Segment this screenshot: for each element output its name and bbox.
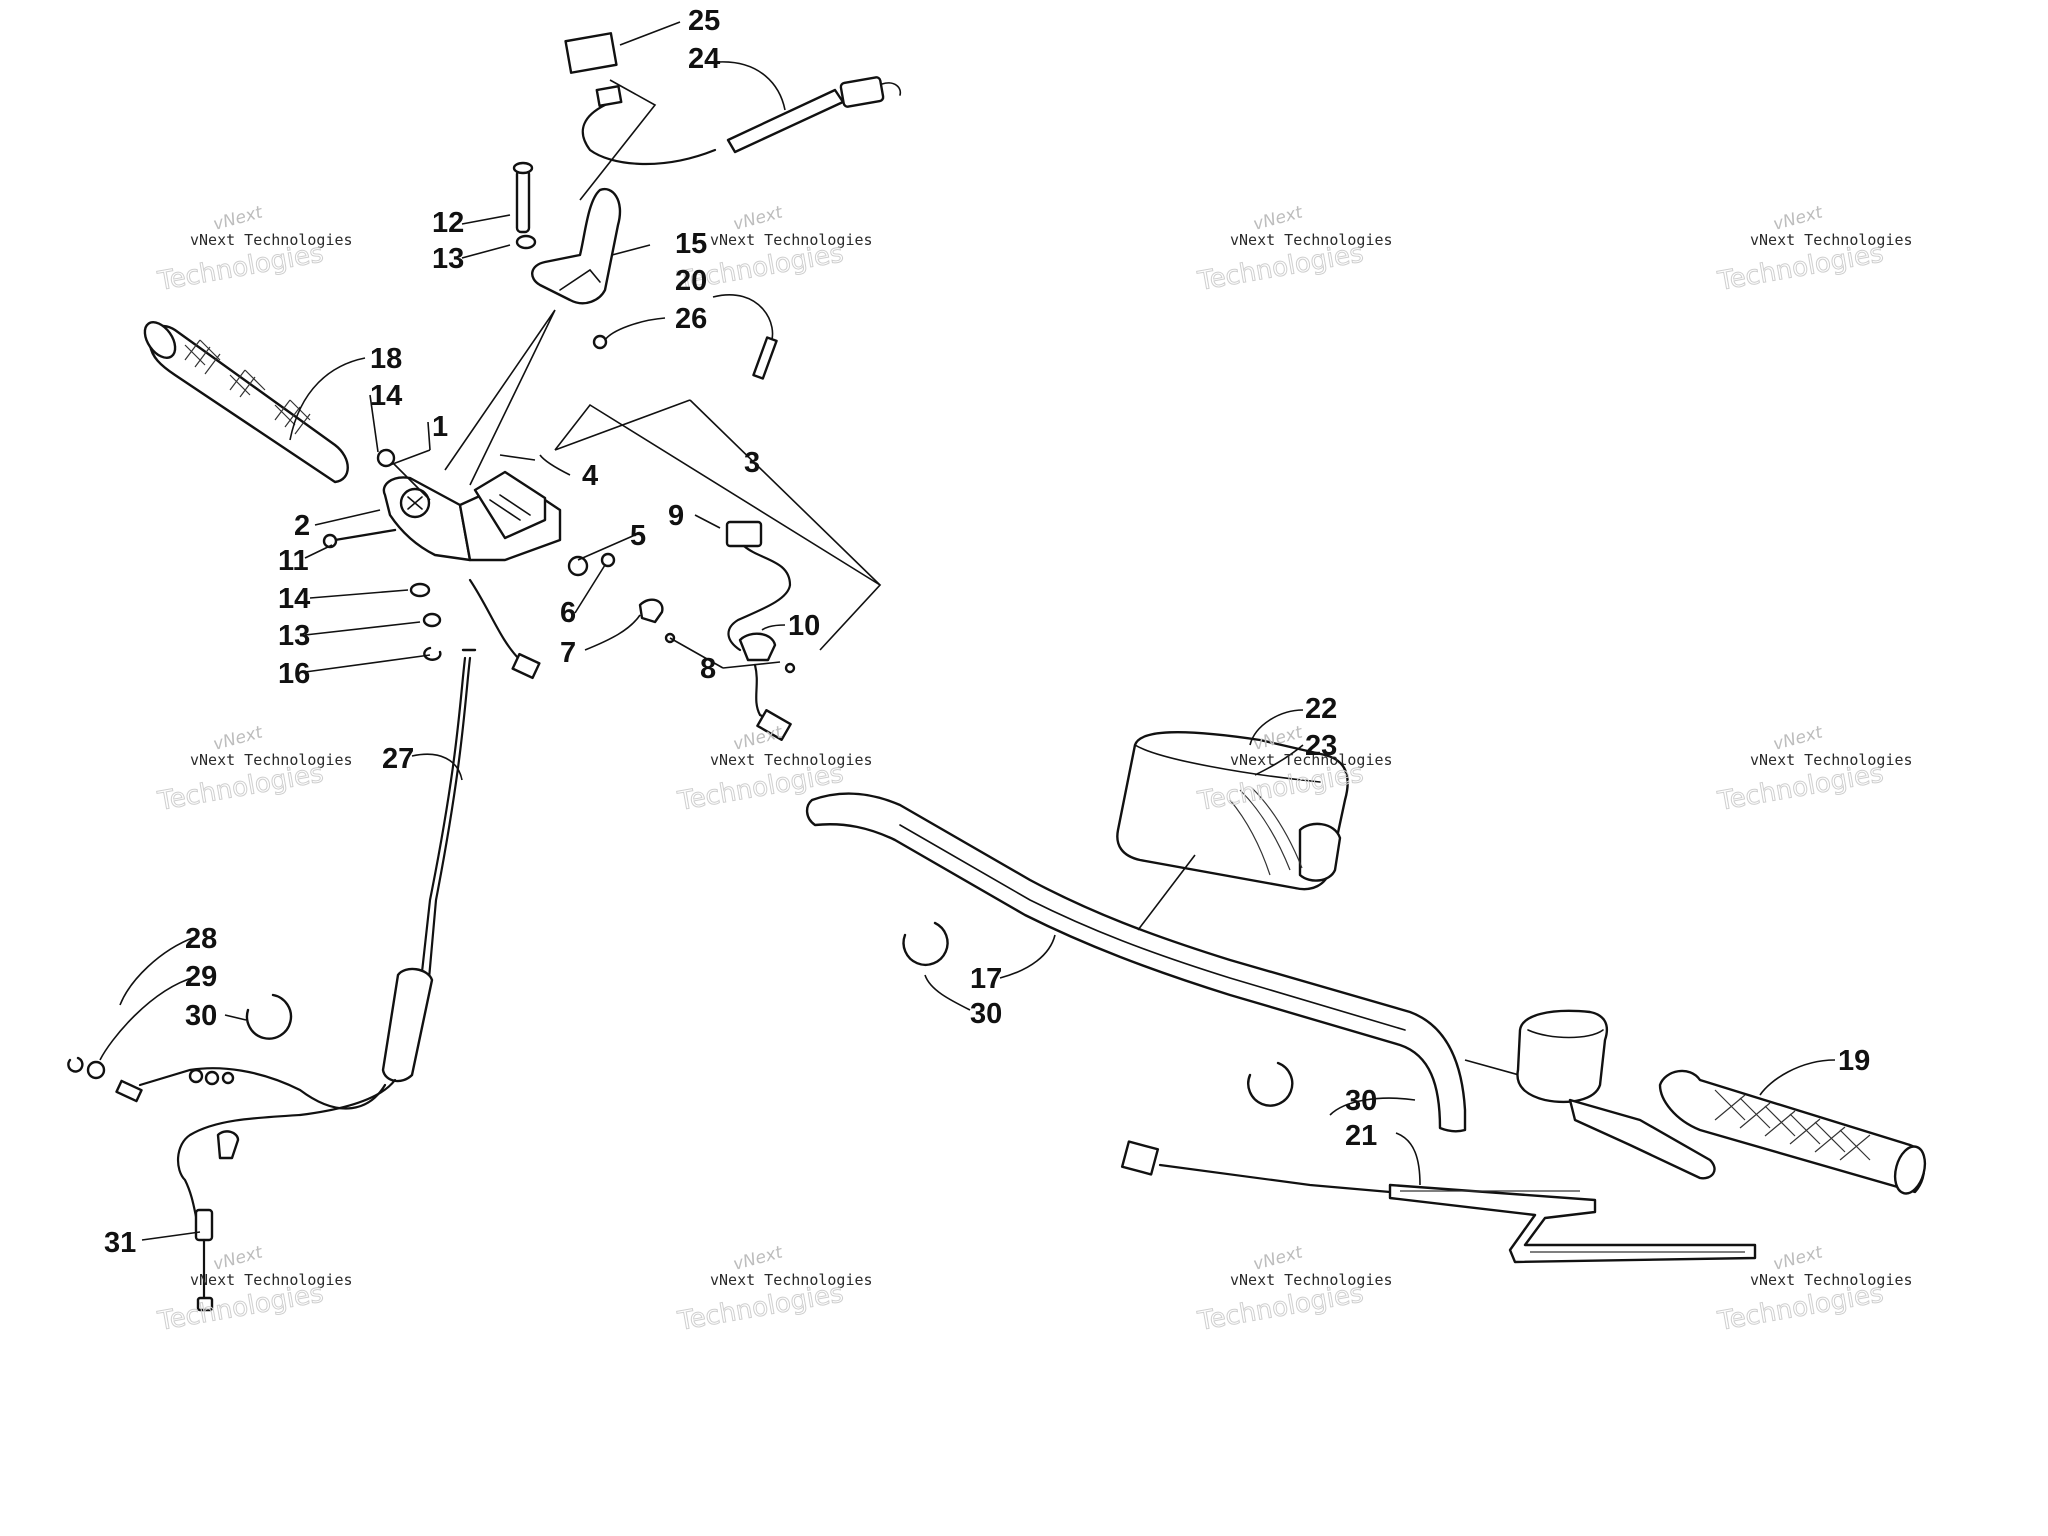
watermark-line1: vNext — [731, 1242, 786, 1275]
callout-11: 11 — [278, 545, 309, 577]
callout-6: 6 — [560, 597, 576, 629]
heater-element — [1120, 1140, 1757, 1264]
callout-14: 14 — [370, 380, 402, 412]
handlebar-pad — [1116, 731, 1349, 931]
watermark-line1: vNext — [1251, 202, 1306, 235]
watermark-line1: vNext — [1771, 202, 1826, 235]
callout-26: 26 — [675, 303, 707, 335]
callout-24: 24 — [688, 43, 720, 75]
watermark-line2: vNext Technologies — [1750, 231, 1913, 249]
callout-2: 2 — [294, 510, 310, 542]
watermark-line2: vNext Technologies — [710, 1271, 873, 1289]
callout-28: 28 — [185, 923, 217, 955]
callout-7: 7 — [560, 637, 576, 669]
callout-12: 12 — [432, 207, 464, 239]
callout-14b: 14 — [278, 583, 310, 615]
callout-15: 15 — [675, 228, 707, 260]
throttle-housing — [322, 399, 882, 741]
watermark-line1: vNext — [211, 202, 266, 235]
watermarks: vNext vNext Technologies Technologies vN… — [155, 202, 1913, 1337]
top-harness — [564, 32, 902, 166]
callout-17: 17 — [970, 963, 1002, 995]
watermark-line2: vNext Technologies — [1230, 1271, 1393, 1289]
callout-30-mid: 30 — [970, 998, 1002, 1030]
callout-22: 22 — [1305, 693, 1337, 725]
callout-1: 1 — [432, 411, 448, 443]
handlebar — [805, 792, 1531, 1133]
watermark-line1: vNext — [211, 1242, 266, 1275]
watermark-line2: vNext Technologies — [710, 751, 873, 769]
callout-16: 16 — [278, 658, 310, 690]
left-grip — [143, 321, 349, 484]
callout-27: 27 — [382, 743, 414, 775]
callout-13: 13 — [432, 243, 464, 275]
callout-10: 10 — [788, 610, 820, 642]
watermark-line2: vNext Technologies — [190, 751, 353, 769]
callout-13b: 13 — [278, 620, 310, 652]
callout-4: 4 — [582, 460, 598, 492]
callout-8: 8 — [700, 653, 716, 685]
watermark-line1: vNext — [731, 202, 786, 235]
callout-23: 23 — [1305, 730, 1337, 762]
watermark-line1: vNext — [211, 722, 266, 755]
right-grip-control — [1516, 1009, 1927, 1195]
clamp-rings — [67, 921, 1294, 1107]
watermark-line2: vNext Technologies — [1230, 231, 1393, 249]
callout-29: 29 — [185, 961, 217, 993]
watermark-line2: vNext Technologies — [190, 1271, 353, 1289]
watermark-line2: vNext Technologies — [1750, 751, 1913, 769]
callout-31: 31 — [104, 1227, 136, 1259]
watermark-line2: vNext Technologies — [190, 231, 353, 249]
throttle-cable — [115, 648, 477, 1312]
watermark-line1: vNext — [1771, 1242, 1826, 1275]
watermark-line2: vNext Technologies — [1230, 751, 1393, 769]
leader-lines — [99, 21, 1836, 1241]
callout-21: 21 — [1345, 1120, 1377, 1152]
callout-30-left: 30 — [185, 1000, 217, 1032]
callout-labels: 25 24 12 13 15 20 26 18 14 1 3 4 2 9 5 1… — [104, 5, 1870, 1259]
callout-18: 18 — [370, 343, 402, 375]
callout-5: 5 — [630, 520, 646, 552]
callout-30-right: 30 — [1345, 1085, 1377, 1117]
watermark-line2: vNext Technologies — [1750, 1271, 1913, 1289]
callout-25: 25 — [688, 5, 720, 37]
top-lever — [444, 79, 657, 486]
callout-19: 19 — [1838, 1045, 1870, 1077]
callout-3: 3 — [744, 447, 760, 479]
callout-20: 20 — [675, 265, 707, 297]
watermark-line1: vNext — [1771, 722, 1826, 755]
watermark-line2: vNext Technologies — [710, 231, 873, 249]
hardware-stack — [376, 448, 442, 661]
watermark-line1: vNext — [1251, 1242, 1306, 1275]
callout-9: 9 — [668, 500, 684, 532]
